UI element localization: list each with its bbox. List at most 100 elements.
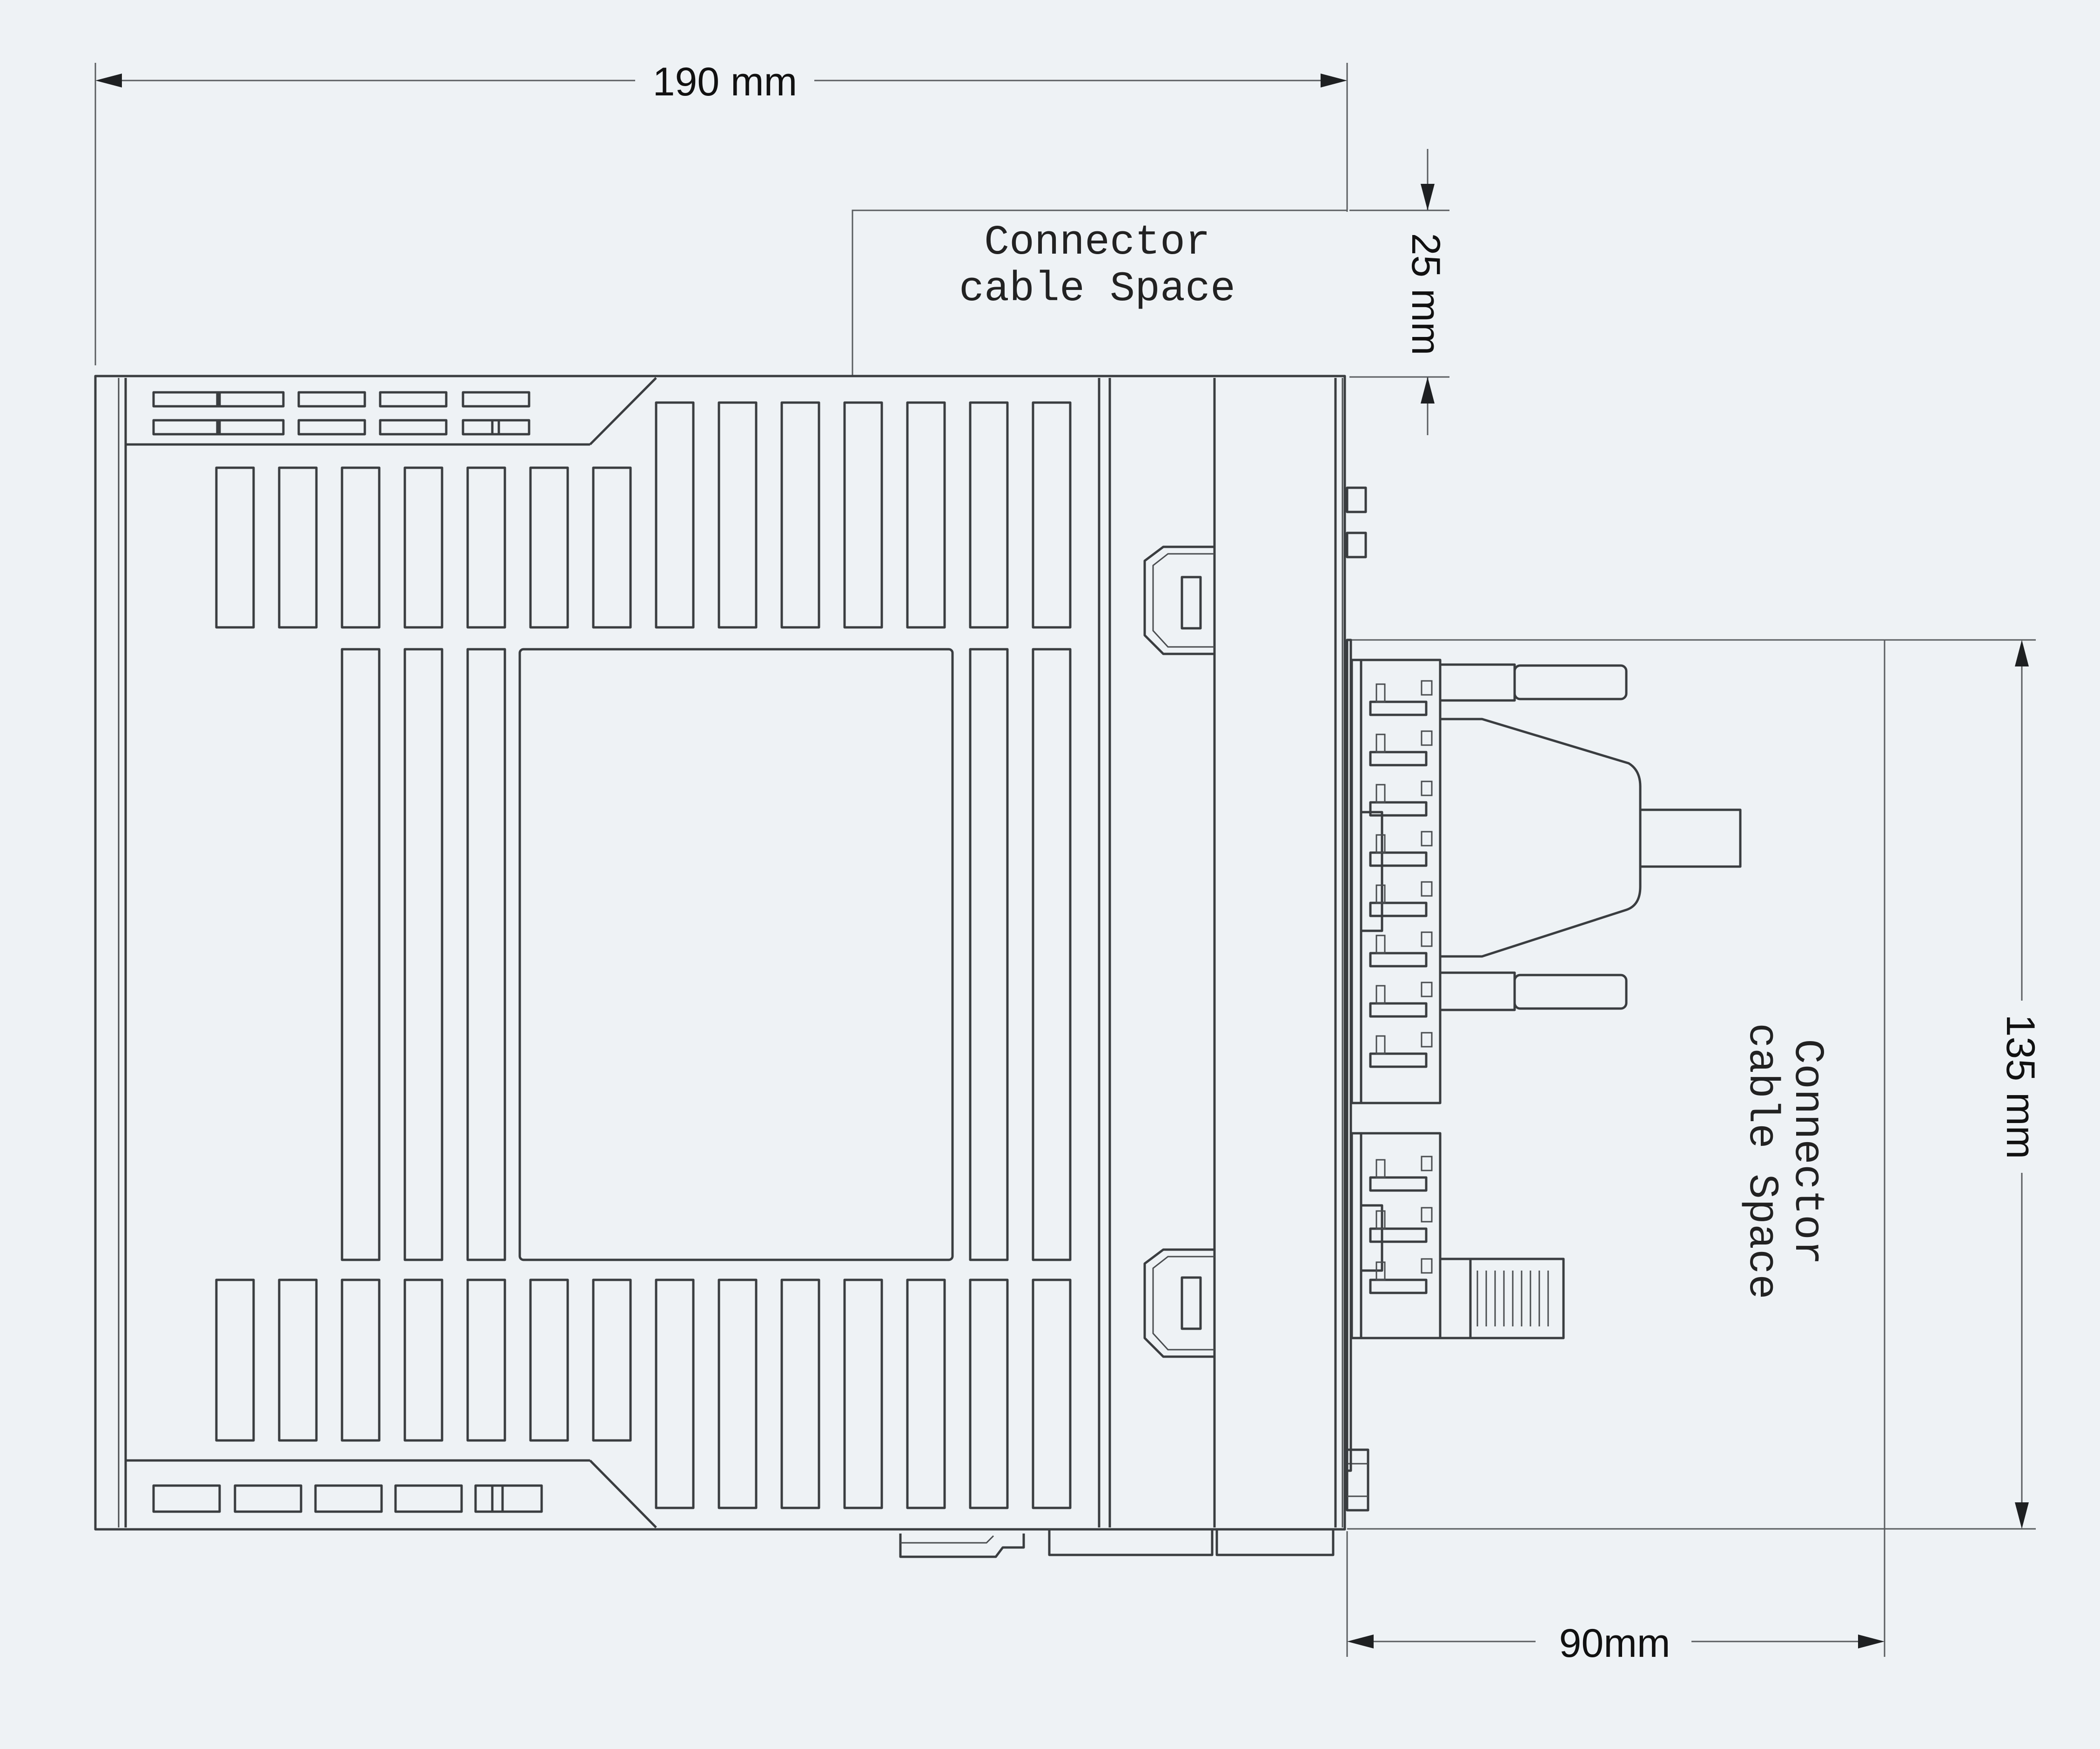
vent-slot bbox=[592, 1278, 632, 1442]
vent-slot bbox=[466, 1278, 506, 1442]
connector-space-side-line1: Connector bbox=[1783, 1039, 1831, 1265]
top-vent bbox=[152, 391, 221, 408]
connector-space-top-line1: Connector bbox=[984, 219, 1210, 267]
vent-slot bbox=[780, 1278, 820, 1509]
connector-pin bbox=[1369, 901, 1428, 917]
connector-pin-latch bbox=[1375, 884, 1386, 904]
connector-pin bbox=[1369, 1278, 1428, 1294]
connector-pin-latch bbox=[1375, 683, 1386, 703]
connector-pin-latch bbox=[1375, 1261, 1386, 1281]
dimension-label-connector-side-height: 135 mm bbox=[1998, 1015, 2043, 1159]
connector-pin-tab bbox=[1421, 831, 1433, 847]
connector-pin-tab bbox=[1421, 1207, 1433, 1223]
vent-slot bbox=[592, 466, 632, 629]
connector-pin bbox=[1369, 1052, 1428, 1068]
top-vent bbox=[216, 391, 285, 408]
dimension-label-connector-top: 25 mm bbox=[1403, 233, 1448, 356]
connector-pin-tab bbox=[1421, 1032, 1433, 1048]
connector-pin-latch bbox=[1375, 1159, 1386, 1178]
vent-slot bbox=[969, 648, 1009, 1261]
connector-space-top: Connector cable Space bbox=[852, 209, 1347, 377]
vent-slot bbox=[341, 466, 381, 629]
dimension-connector-side-height: 135 mm bbox=[1347, 639, 2043, 1530]
vent-slot bbox=[906, 401, 946, 629]
connector-pin bbox=[1369, 1227, 1428, 1243]
connector-space-top-line2: cable Space bbox=[959, 266, 1235, 313]
connector-lower-pins bbox=[1369, 1156, 1433, 1294]
top-vent bbox=[379, 391, 448, 408]
top-vent bbox=[462, 419, 530, 436]
connector-pin-tab bbox=[1421, 982, 1433, 997]
connector-pin bbox=[1369, 952, 1428, 968]
connector-pin-latch bbox=[1375, 1210, 1386, 1230]
top-vent bbox=[297, 419, 366, 436]
connector-pin-tab bbox=[1421, 1156, 1433, 1171]
vent-slot bbox=[529, 1278, 569, 1442]
connector-upper-pins bbox=[1369, 680, 1433, 1068]
connector-pin-latch bbox=[1375, 1035, 1386, 1055]
connector-pin bbox=[1369, 751, 1428, 767]
dimension-width-total: 190 mm bbox=[94, 60, 1348, 365]
vent-slot bbox=[655, 401, 695, 629]
vent-slot bbox=[969, 1278, 1009, 1509]
device-body bbox=[94, 375, 1346, 1531]
connector-lower-grip bbox=[1476, 1271, 1549, 1326]
vent-slot bbox=[341, 1278, 381, 1442]
top-vent bbox=[462, 391, 530, 408]
vent-slot bbox=[403, 648, 443, 1261]
connector-pin-latch bbox=[1375, 733, 1386, 753]
vent-slot bbox=[529, 466, 569, 629]
connector-pin-tab bbox=[1421, 780, 1433, 796]
vent-slot bbox=[215, 1278, 255, 1442]
vent-slot bbox=[466, 466, 506, 629]
vent-slot bbox=[843, 401, 883, 629]
vent-slot bbox=[718, 1278, 758, 1509]
connector-pin-tab bbox=[1421, 680, 1433, 696]
vent-slot bbox=[278, 1278, 318, 1442]
connector-space-side-line2: cable Space bbox=[1738, 1023, 1785, 1299]
top-vent bbox=[379, 419, 448, 436]
connector-pin-latch bbox=[1375, 935, 1386, 954]
vent-slot bbox=[1032, 648, 1072, 1261]
connector-pin-latch bbox=[1375, 985, 1386, 1004]
connector-pin-tab bbox=[1421, 1258, 1433, 1274]
vent-slot bbox=[278, 466, 318, 629]
connector-pin bbox=[1369, 851, 1428, 867]
top-vent bbox=[297, 391, 366, 408]
connector-pin-tab bbox=[1421, 881, 1433, 897]
dimension-connector-top: 25 mm bbox=[1349, 149, 1449, 435]
connector-pin bbox=[1369, 1002, 1428, 1018]
vent-slot bbox=[403, 466, 443, 629]
connector-pin-tab bbox=[1421, 931, 1433, 947]
vent-slot bbox=[466, 648, 506, 1261]
vent-slot-group bbox=[215, 401, 1072, 1509]
connector-pin-tab bbox=[1421, 730, 1433, 746]
connector-upper bbox=[1350, 659, 1742, 1104]
top-vent bbox=[152, 419, 221, 436]
vent-slot bbox=[655, 1278, 695, 1509]
vent-slot bbox=[1032, 401, 1072, 629]
mounting-clip-lower bbox=[1143, 1248, 1214, 1358]
vent-slot bbox=[403, 1278, 443, 1442]
vent-slot bbox=[843, 1278, 883, 1509]
connector-lower bbox=[1350, 1132, 1565, 1339]
connector-pin-latch bbox=[1375, 784, 1386, 803]
top-vent bbox=[216, 419, 285, 436]
vent-slot bbox=[780, 401, 820, 629]
connector-pin-latch bbox=[1375, 834, 1386, 854]
vent-slot bbox=[718, 401, 758, 629]
display-window bbox=[518, 648, 954, 1261]
mounting-clip-upper bbox=[1143, 545, 1214, 655]
connector-pin bbox=[1369, 801, 1428, 817]
bottom-vent-group bbox=[152, 1484, 543, 1513]
vent-slot bbox=[969, 401, 1009, 629]
dimension-connector-side-width: 90mm bbox=[1346, 1531, 1885, 1666]
vent-slot bbox=[215, 466, 255, 629]
top-vent-group bbox=[152, 391, 530, 436]
vent-slot bbox=[1032, 1278, 1072, 1509]
vent-slot bbox=[906, 1278, 946, 1509]
connector-pin bbox=[1369, 1176, 1428, 1192]
connector-pin bbox=[1369, 700, 1428, 716]
